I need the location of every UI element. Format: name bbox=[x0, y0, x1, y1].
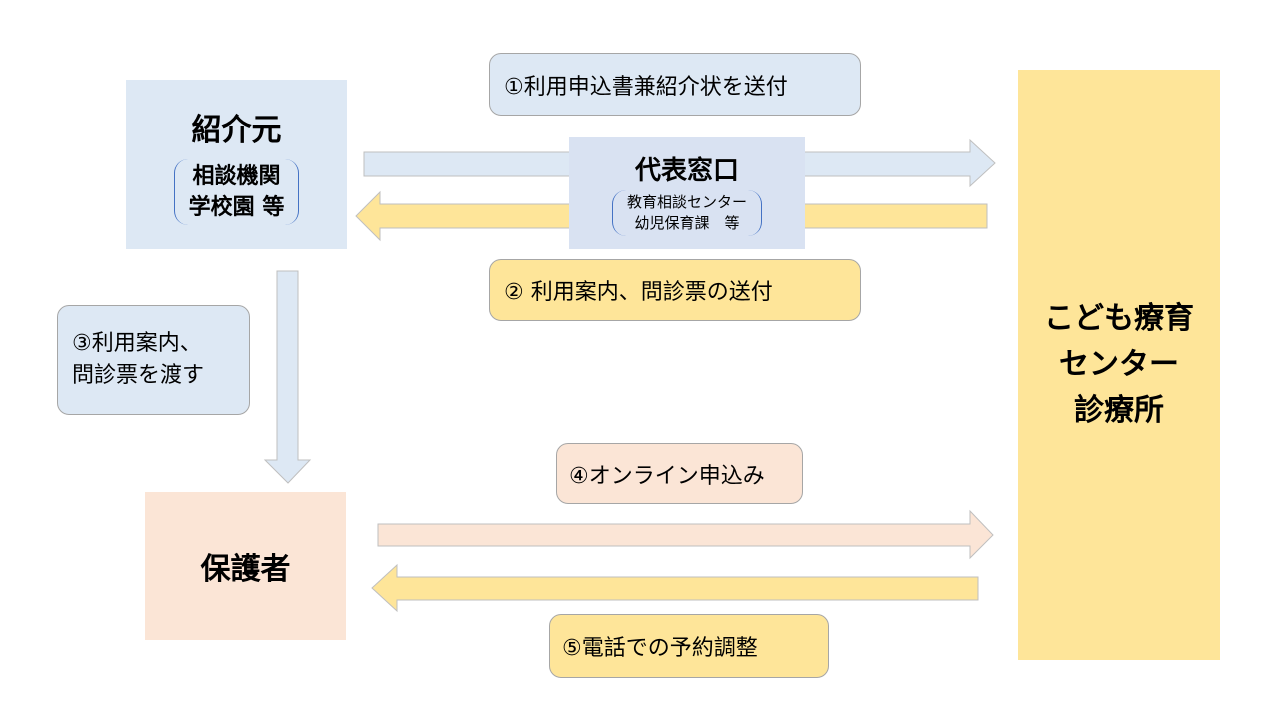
step-2-label: ② 利用案内、問診票の送付 bbox=[504, 280, 773, 305]
guardian-box: 保護者 bbox=[145, 492, 346, 640]
referrer-title: 紹介元 bbox=[191, 112, 282, 148]
referrer-sub: 相談機関 学校園 等 bbox=[173, 158, 300, 225]
window-sub-line: 幼児保育課 等 bbox=[634, 214, 740, 232]
center-line: センター bbox=[1059, 347, 1179, 382]
step-4-label: ④オンライン申込み bbox=[569, 463, 765, 489]
window-title: 代表窓口 bbox=[634, 156, 739, 186]
step-4-callout: ④オンライン申込み bbox=[556, 443, 803, 504]
step-3-callout: ③利用案内、 問診票を渡す bbox=[57, 305, 250, 415]
arrow-guardian-to-center bbox=[377, 509, 994, 560]
guardian-title: 保護者 bbox=[200, 552, 291, 587]
step-1-callout: ①利用申込書兼紹介状を送付 bbox=[489, 53, 861, 116]
window-box: 代表窓口 教育相談センター 幼児保育課 等 bbox=[569, 137, 805, 249]
center-line: 診療所 bbox=[1074, 393, 1164, 428]
referrer-box: 紹介元 相談機関 学校園 等 bbox=[126, 80, 347, 249]
step-1-label: ①利用申込書兼紹介状を送付 bbox=[504, 74, 788, 100]
window-sub-line: 教育相談センター bbox=[626, 193, 747, 211]
arrow-referrer-to-guardian bbox=[263, 270, 312, 484]
step-2-callout: ② 利用案内、問診票の送付 bbox=[489, 259, 861, 321]
referrer-sub-line: 相談機関 bbox=[192, 163, 281, 189]
step-3-label-line: ③利用案内、 bbox=[72, 331, 202, 356]
center-box: こども療育 センター 診療所 bbox=[1018, 70, 1220, 660]
referrer-sub-line: 学校園 等 bbox=[188, 194, 285, 220]
window-sub: 教育相談センター 幼児保育課 等 bbox=[611, 190, 762, 236]
arrow-center-to-guardian bbox=[371, 563, 979, 613]
step-5-callout: ⑤電話での予約調整 bbox=[549, 614, 829, 678]
step-3-label-line: 問診票を渡す bbox=[72, 363, 205, 388]
step-5-label: ⑤電話での予約調整 bbox=[562, 636, 758, 661]
center-line: こども療育 bbox=[1044, 301, 1194, 336]
